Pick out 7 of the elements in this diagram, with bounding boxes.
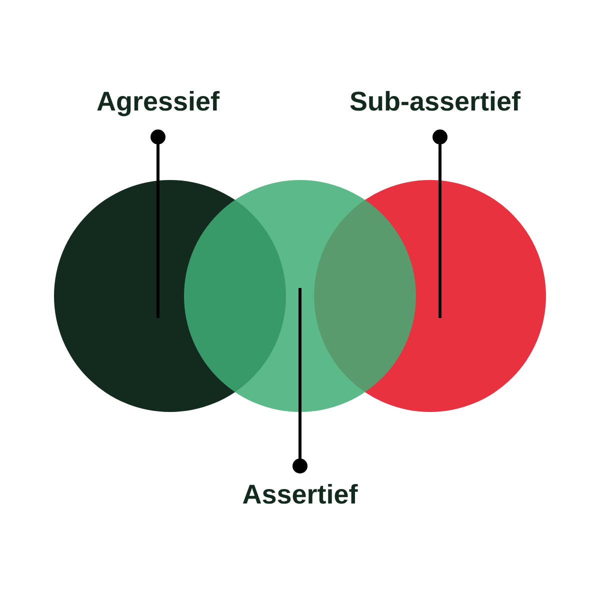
leader-line: [432, 130, 448, 318]
leader-line: [292, 288, 308, 474]
venn-circle: [184, 180, 416, 412]
category-label: Sub-assertief: [349, 86, 521, 118]
category-label: Assertief: [242, 480, 358, 510]
category-label: Agressief: [96, 86, 220, 118]
leader-line: [150, 130, 166, 318]
